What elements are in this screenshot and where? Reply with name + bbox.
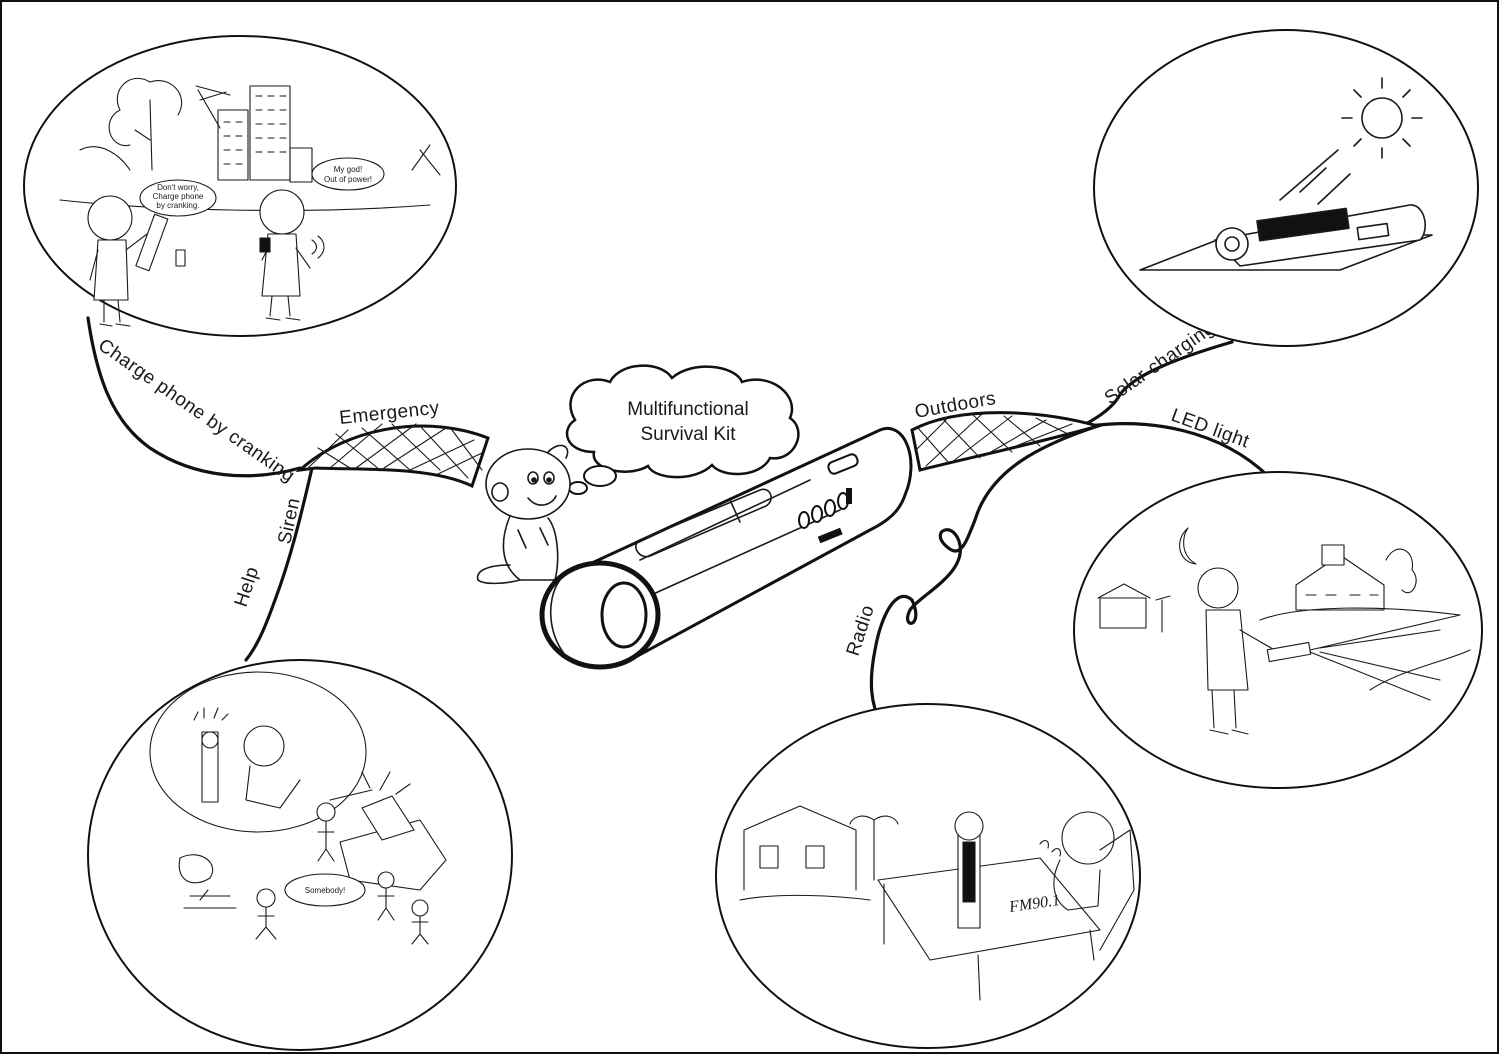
scene-led-light xyxy=(1073,471,1483,789)
label-solar-charging: Solar charging xyxy=(1101,318,1219,409)
speech-dont-worry-3: by cranking. xyxy=(156,201,199,210)
survival-kit-device xyxy=(539,426,913,670)
thought-bubble: Multifunctional Survival Kit xyxy=(565,364,800,495)
speech-dont-worry-2: Charge phone xyxy=(153,192,204,201)
speech-my-god-1: My god! xyxy=(334,165,362,174)
scene-charge-phone: Don't worry, Charge phone by cranking. M… xyxy=(23,35,457,337)
label-siren: Siren xyxy=(274,496,304,546)
baby-figure xyxy=(476,444,571,585)
label-help: Help xyxy=(231,564,264,610)
speech-somebody: Somebody! xyxy=(305,886,345,895)
emergency-net xyxy=(295,423,490,489)
sun-icon xyxy=(1361,97,1403,139)
speech-my-god-2: Out of power! xyxy=(324,175,372,184)
outdoors-net xyxy=(910,411,1104,472)
speech-dont-worry-1: Don't worry, xyxy=(157,183,199,192)
scene-help-siren: Somebody! xyxy=(87,659,513,1051)
scene-solar-charging xyxy=(1093,29,1479,347)
center-title-line1: Multifunctional xyxy=(627,399,748,420)
label-led-light: LED light xyxy=(1168,405,1252,453)
center-title-line2: Survival Kit xyxy=(640,424,736,445)
label-charge-phone: Charge phone by cranking xyxy=(94,335,298,487)
moon-icon xyxy=(1179,527,1197,565)
connector-cords xyxy=(86,316,1270,724)
scene-radio: FM90.1 xyxy=(715,703,1141,1049)
device-buttons xyxy=(798,453,859,544)
label-emergency: Emergency xyxy=(338,398,440,429)
